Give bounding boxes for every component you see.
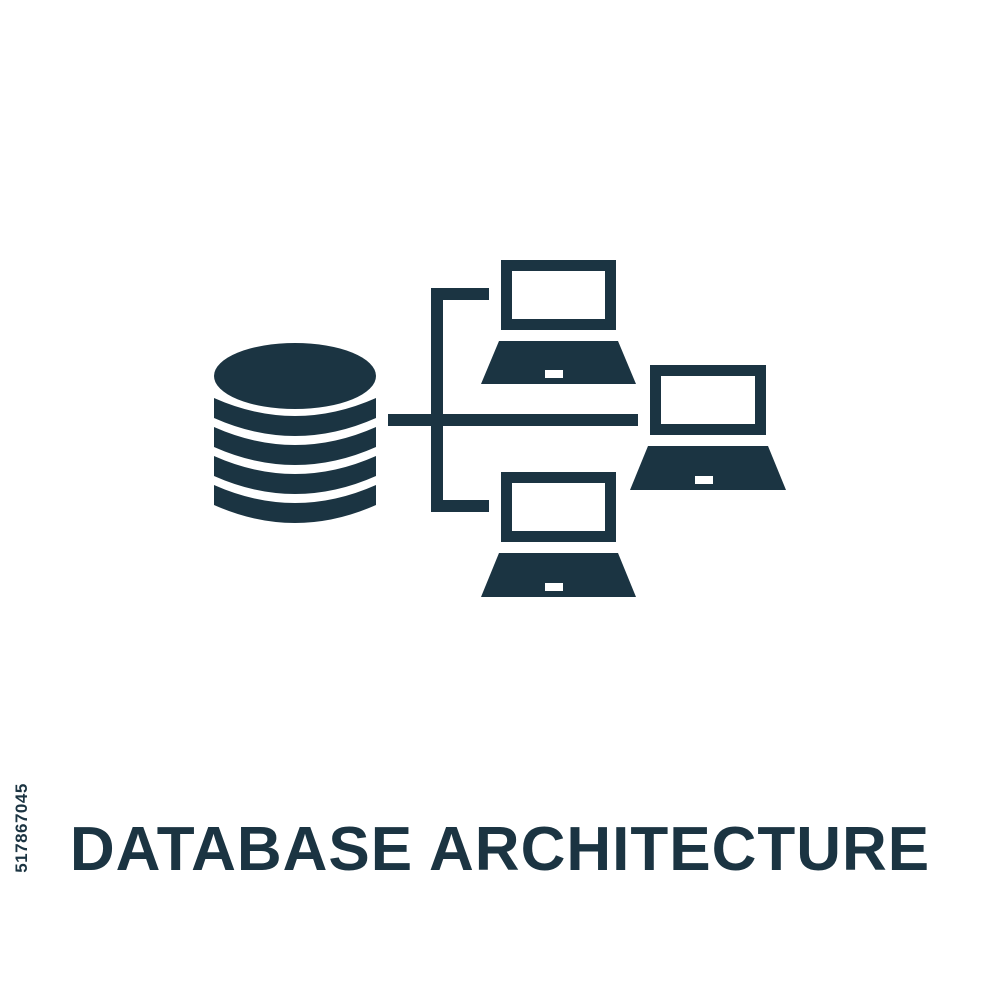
laptop-icon [481, 472, 636, 597]
network-connector-icon [388, 288, 638, 512]
stock-id-label: 517867045 [12, 783, 31, 873]
laptop-icon [481, 260, 636, 384]
laptop-icon [630, 365, 786, 490]
database-icon [214, 343, 376, 523]
page-title: DATABASE ARCHITECTURE [69, 815, 931, 884]
